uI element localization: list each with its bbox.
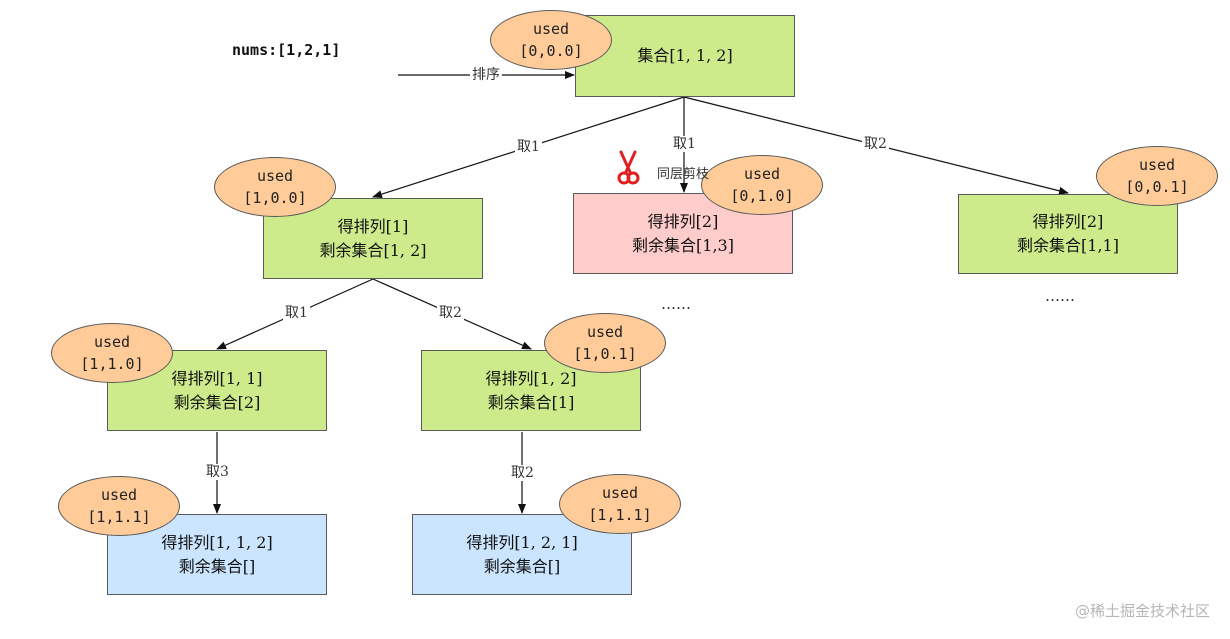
used-badge-a: used [1,0.0] — [214, 157, 336, 217]
edge-label-e-g: 取2 — [509, 465, 536, 481]
node-root-line1: 集合[1, 1, 2] — [637, 46, 733, 65]
used-value: [1,1.1] — [87, 508, 151, 526]
used-word: used — [256, 167, 294, 185]
used-badge-d: used [1,1.0] — [51, 323, 173, 383]
edge-label-sort: 排序 — [470, 67, 502, 83]
used-value: [0,1.0] — [730, 187, 794, 205]
used-value: [1,1.1] — [588, 506, 652, 524]
used-value: [0,0.0] — [519, 42, 583, 60]
edge-label-d-f: 取3 — [204, 464, 231, 480]
used-word: used — [93, 333, 131, 351]
used-word: used — [743, 165, 781, 183]
used-badge-c: used [0,0.1] — [1096, 146, 1218, 206]
used-value: [1,0.1] — [573, 345, 637, 363]
node-g-line1: 得排列[1, 2, 1] — [466, 532, 578, 552]
node-b-line1: 得排列[2] — [647, 211, 719, 231]
used-badge-b: used [0,1.0] — [701, 155, 823, 215]
used-value: [1,0.0] — [243, 189, 307, 207]
edge-label-root-b: 取1 — [671, 136, 698, 152]
ellipsis-b: …… — [661, 295, 691, 313]
used-word: used — [586, 323, 624, 341]
node-a-line2: 剩余集合[1, 2] — [319, 240, 427, 260]
edge-label-root-c: 取2 — [862, 136, 889, 152]
node-b-line2: 剩余集合[1,3] — [632, 235, 734, 255]
node-g-line2: 剩余集合[] — [483, 556, 561, 576]
node-e-line1: 得排列[1, 2] — [485, 368, 577, 388]
node-c-line2: 剩余集合[1,1] — [1017, 236, 1119, 255]
edge-label-a-d: 取1 — [283, 305, 310, 321]
used-badge-f: used [1,1.1] — [58, 476, 180, 536]
prune-label: 同层剪枝 — [657, 167, 710, 182]
node-d-line1: 得排列[1, 1] — [171, 368, 263, 388]
edge-label-a-e: 取2 — [437, 305, 464, 321]
node-f-line1: 得排列[1, 1, 2] — [161, 532, 273, 552]
watermark: @稀土掘金技术社区 — [1074, 602, 1210, 620]
scissors-icon — [617, 150, 640, 185]
node-d-line2: 剩余集合[2] — [173, 392, 261, 412]
used-badge-root: used [0,0.0] — [490, 10, 612, 70]
node-b-pruned: 得排列[2] 剩余集合[1,3] — [573, 193, 793, 274]
used-word: used — [532, 20, 570, 38]
node-c: 得排列[2] 剩余集合[1,1] — [958, 194, 1178, 274]
ellipsis-c: …… — [1045, 287, 1075, 305]
node-c-line1: 得排列[2] — [1032, 212, 1104, 231]
used-word: used — [100, 486, 138, 504]
node-g: 得排列[1, 2, 1] 剩余集合[] — [412, 514, 632, 595]
used-badge-e: used [1,0.1] — [544, 313, 666, 373]
used-badge-g: used [1,1.1] — [559, 474, 681, 534]
node-root: 集合[1, 1, 2] — [575, 15, 795, 97]
used-value: [1,1.0] — [80, 355, 144, 373]
used-value: [0,0.1] — [1125, 178, 1189, 196]
node-f-line2: 剩余集合[] — [178, 556, 256, 576]
node-a-line1: 得排列[1] — [337, 216, 409, 236]
edge-label-root-a: 取1 — [515, 139, 542, 155]
node-e-line2: 剩余集合[1] — [487, 392, 575, 412]
used-word: used — [601, 484, 639, 502]
used-word: used — [1138, 156, 1176, 174]
nums-label: nums:[1,2,1] — [232, 41, 341, 59]
